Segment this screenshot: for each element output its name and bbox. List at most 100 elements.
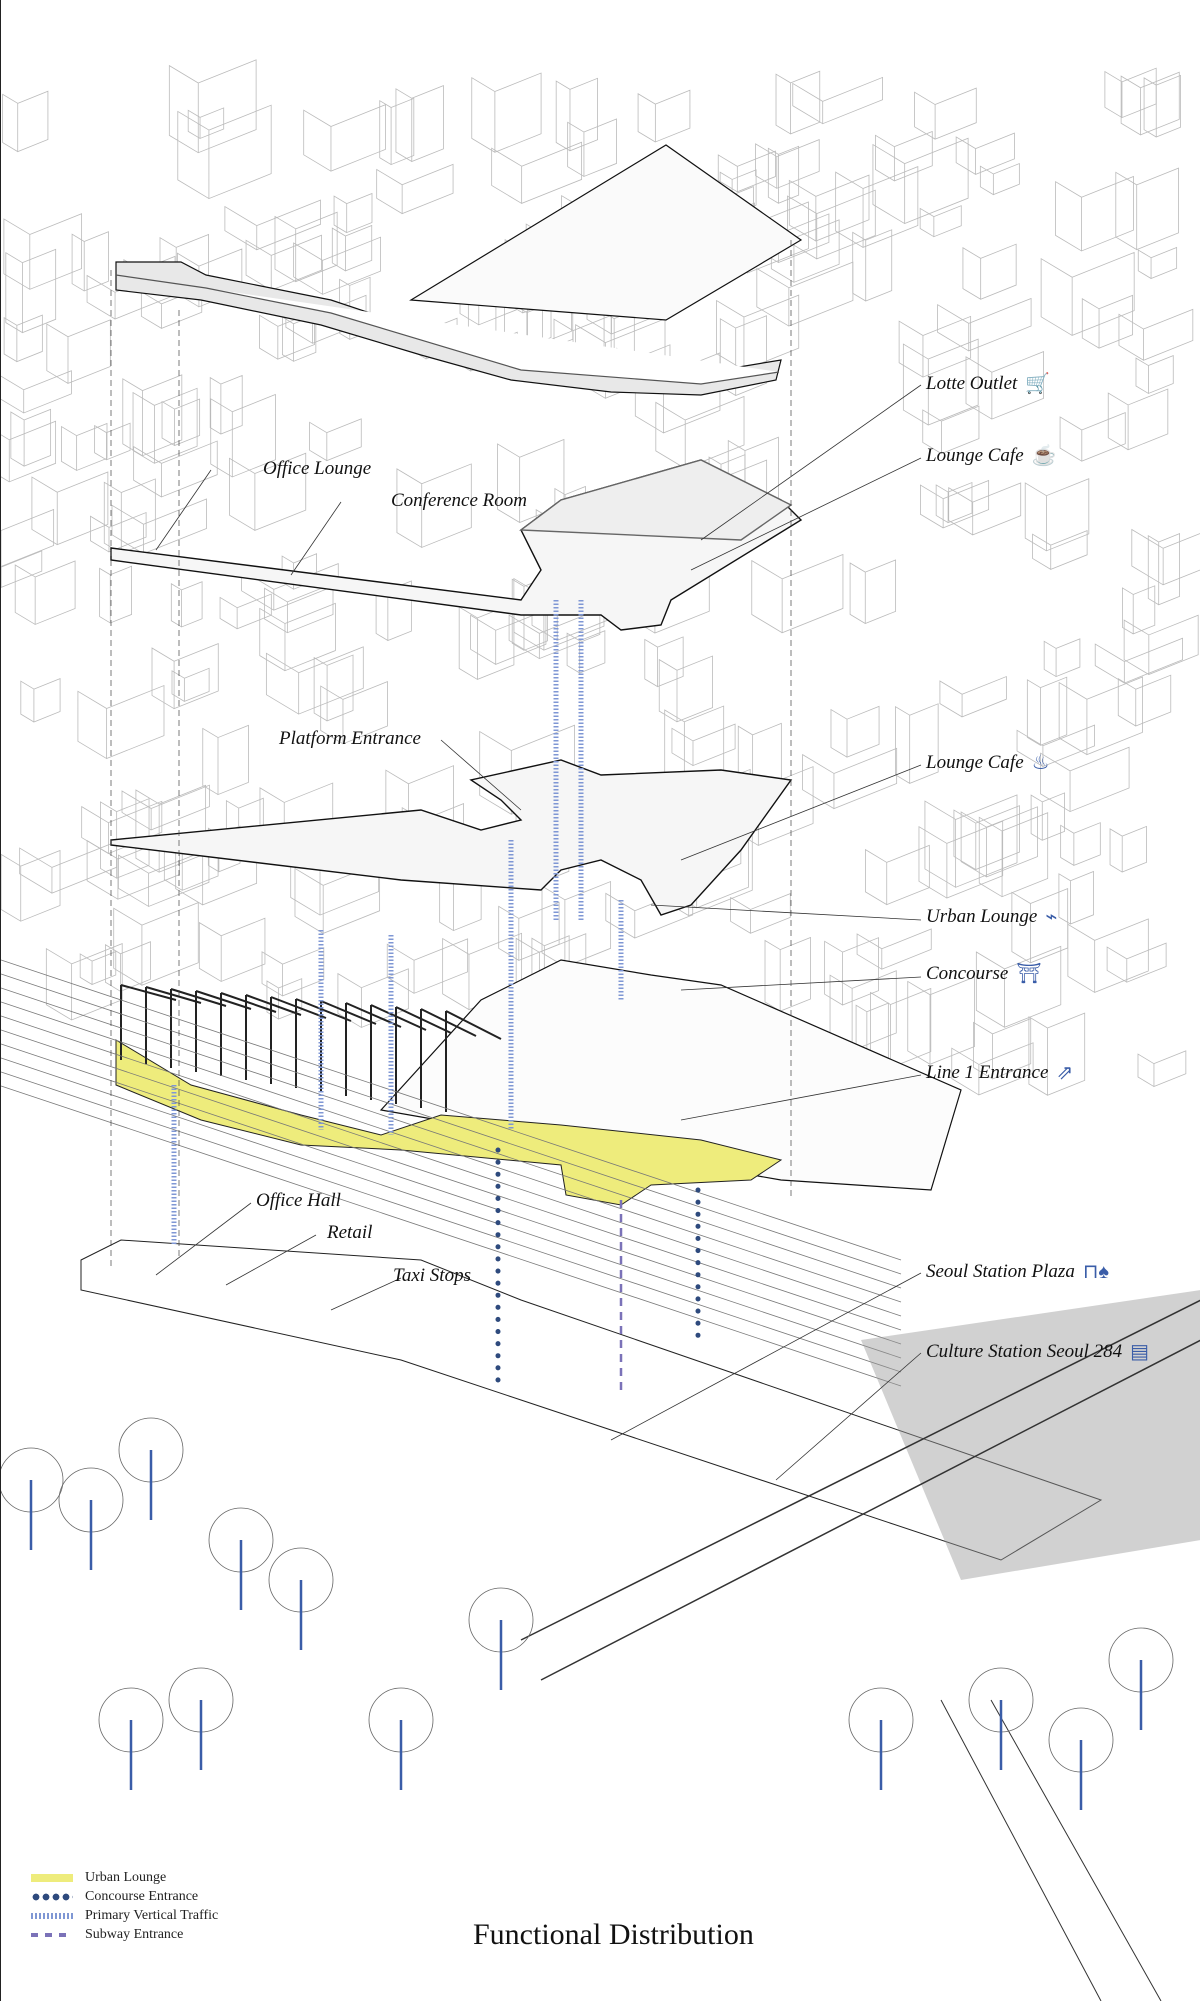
- context-building: [1137, 1050, 1187, 1088]
- context-building: [1032, 529, 1088, 570]
- legend-item-urban-lounge: Urban Lounge: [31, 1868, 218, 1887]
- context-building: [555, 77, 598, 152]
- shopping-cart-icon: 🛒: [1025, 373, 1051, 395]
- context-building: [187, 107, 225, 140]
- context-building: [171, 667, 210, 702]
- context-building: [1011, 888, 1069, 964]
- rail-track: [1, 959, 902, 1261]
- context-building: [1106, 942, 1167, 983]
- context-building: [1, 550, 43, 588]
- rail-track: [1, 1015, 902, 1317]
- label-retail: Retail: [327, 1222, 373, 1243]
- label-lounge-cafe-upper: Lounge Cafe☕: [926, 445, 1057, 467]
- context-building: [767, 145, 800, 204]
- context-building: [1, 849, 61, 922]
- context-building: [1122, 585, 1156, 635]
- context-building: [508, 608, 601, 660]
- legend-label: Primary Vertical Traffic: [85, 1907, 219, 1923]
- office-level-plate: [110, 459, 803, 631]
- context-building: [396, 463, 472, 549]
- context-building: [177, 104, 272, 200]
- context-building: [895, 703, 939, 784]
- legend-item-subway-entrance: Subway Entrance: [31, 1925, 218, 1944]
- context-building: [951, 1042, 1034, 1096]
- context-building: [79, 950, 117, 986]
- context-building: [973, 1018, 1032, 1080]
- context-building: [935, 481, 973, 524]
- canopy-ribs: [120, 984, 502, 1112]
- context-building: [955, 132, 1015, 175]
- dashed-projection-lines: [110, 240, 792, 1270]
- canopy-beam: [445, 1010, 502, 1040]
- label-conference-room: Conference Room: [391, 490, 527, 511]
- canopy-beam: [320, 1000, 377, 1025]
- context-building: [198, 917, 266, 983]
- context-building: [914, 87, 977, 140]
- label-lounge-cafe-lower: Lounge Cafe♨: [926, 752, 1050, 774]
- context-building: [135, 784, 207, 873]
- context-building: [1060, 822, 1101, 866]
- context-building: [1067, 918, 1149, 994]
- canopy-beam: [370, 1004, 427, 1031]
- context-building: [775, 70, 821, 135]
- label-text: Line 1 Entrance: [926, 1062, 1049, 1083]
- context-building: [202, 724, 249, 796]
- rail-tracks: [1, 959, 902, 1387]
- context-building: [210, 393, 276, 478]
- context-building: [792, 76, 883, 125]
- label-line1-entrance: Line 1 Entrance⇗: [926, 1062, 1073, 1084]
- context-building: [3, 314, 43, 363]
- context-building: [376, 163, 454, 215]
- label-lotte-outlet: Lotte Outlet🛒: [926, 373, 1050, 395]
- context-building: [1040, 746, 1130, 813]
- context-building: [655, 395, 745, 470]
- context-building: [1143, 74, 1181, 138]
- ground-level: [80, 1239, 1200, 2001]
- context-building: [1, 370, 72, 414]
- context-building: [261, 947, 325, 997]
- context-building: [541, 880, 612, 968]
- context-building: [498, 901, 560, 961]
- context-building: [1135, 355, 1174, 395]
- vertical-traffic-lines: [171, 600, 624, 1245]
- context-building: [755, 139, 820, 189]
- concourse-entrance-lines: [495, 1147, 701, 1393]
- context-building: [717, 150, 776, 193]
- label-text: Lounge Cafe: [926, 752, 1024, 773]
- context-building: [716, 294, 800, 371]
- dash-swatch: [31, 1932, 73, 1937]
- context-building: [730, 892, 791, 934]
- context-building: [978, 812, 1049, 898]
- canopy-beam: [170, 988, 227, 1007]
- context-building: [1028, 1012, 1086, 1096]
- diagram-title: Functional Distribution: [473, 1918, 754, 1951]
- context-building: [20, 678, 61, 723]
- canopy-beam: [145, 986, 202, 1004]
- context-building: [764, 936, 811, 1012]
- context-building: [313, 654, 354, 722]
- yellow-swatch: [31, 1873, 73, 1882]
- context-building: [1026, 676, 1068, 746]
- context-building: [1137, 246, 1178, 280]
- context-building: [937, 297, 1032, 352]
- context-building: [830, 705, 880, 758]
- context-building: [471, 72, 542, 153]
- rail-track: [1, 1001, 902, 1303]
- context-building: [90, 511, 147, 553]
- context-building: [849, 559, 897, 625]
- context-building: [309, 418, 362, 462]
- context-building: [567, 118, 617, 178]
- context-building: [1115, 167, 1179, 251]
- context-building: [948, 482, 1022, 536]
- context-building: [918, 820, 1004, 899]
- context-building: [1094, 637, 1183, 684]
- context-building: [920, 479, 990, 529]
- context-building: [3, 213, 83, 290]
- context-building: [1040, 251, 1135, 337]
- label-text: Lounge Cafe: [926, 445, 1024, 466]
- context-building: [31, 471, 109, 546]
- urban-lounge-area: [115, 1039, 783, 1206]
- label-office-hall: Office Hall: [256, 1190, 341, 1211]
- context-building: [491, 141, 583, 205]
